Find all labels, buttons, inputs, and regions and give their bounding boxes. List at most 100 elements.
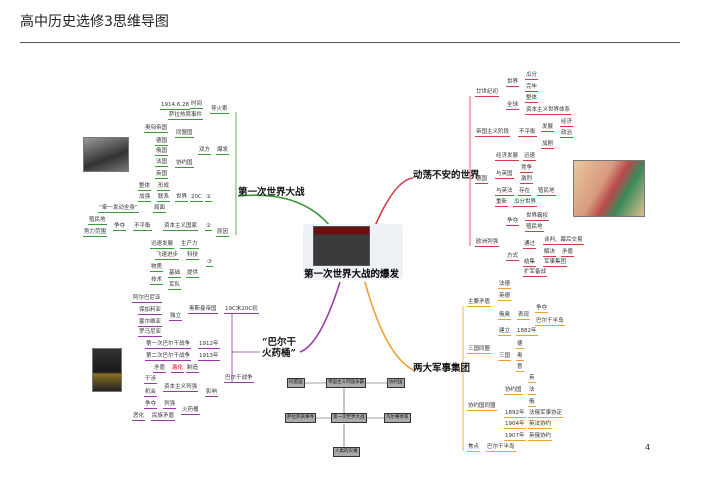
green-branch-node: 不平衡 bbox=[133, 223, 152, 231]
branch-title-balkan-l2: 火药桶” bbox=[262, 348, 296, 359]
green-branch-node: 科技 bbox=[186, 252, 200, 260]
purple-branch-node: 阿尔巴尼亚 bbox=[132, 295, 162, 303]
orange-branch-node: 1907年 bbox=[504, 433, 526, 441]
red-branch-node: 激烈 bbox=[520, 176, 534, 184]
green-branch-node: 资本主义国家 bbox=[163, 223, 199, 231]
red-branch-node: 存在 bbox=[518, 188, 532, 196]
green-branch-node: 形成 bbox=[157, 183, 171, 191]
red-branch-node: 政治 bbox=[560, 130, 574, 138]
orange-branch-node: 法俄军事协定 bbox=[528, 410, 564, 418]
red-branch-node: 结集 bbox=[523, 259, 537, 267]
green-branch-node: 法国 bbox=[155, 159, 169, 167]
green-branch-node: ① bbox=[205, 194, 212, 202]
flow-box-versailles: 凡尔赛体系 bbox=[384, 413, 411, 423]
green-branch-node: 20C bbox=[190, 194, 203, 202]
purple-branch-node: 干涉 bbox=[144, 376, 158, 384]
red-branch-node: 经济 bbox=[560, 119, 574, 127]
orange-branch-node: 表现 bbox=[517, 312, 531, 320]
center-poster-image bbox=[313, 226, 370, 266]
orange-branch-node: 意 bbox=[516, 364, 524, 372]
orange-branch-node: 英俄协约 bbox=[528, 433, 553, 441]
orange-branch-node: 争夺 bbox=[535, 305, 549, 313]
flow-box-ww1: 第一次世界大战 bbox=[331, 413, 367, 423]
flow-box-entente: 协约国 bbox=[387, 378, 405, 388]
red-branch-node: 发展 bbox=[541, 124, 555, 132]
orange-branch-node: 焦点 bbox=[467, 444, 481, 452]
green-branch-node: 英国 bbox=[155, 171, 169, 179]
red-branch-node: 与英法 bbox=[495, 188, 514, 196]
red-branch-node: 世界 bbox=[506, 79, 520, 87]
red-branch-node: 殖民地 bbox=[537, 188, 556, 196]
red-branch-node: 经济发展 bbox=[495, 153, 520, 161]
branch-title-ww1: 第一次世界大战 bbox=[238, 187, 305, 198]
orange-branch-node: 英德 bbox=[498, 293, 512, 301]
purple-branch-node: 巴尔干战争 bbox=[224, 375, 254, 383]
purple-branch-node: 民族矛盾 bbox=[151, 413, 176, 421]
purple-branch-node: 火药桶 bbox=[181, 407, 200, 415]
red-branch-node: 加剧 bbox=[541, 141, 555, 149]
orange-branch-node: 1904年 bbox=[504, 421, 526, 429]
header-divider bbox=[20, 42, 680, 43]
red-branch-node: 争夺 bbox=[506, 218, 520, 226]
red-branch-node: 帝国主义阶段 bbox=[475, 129, 511, 137]
orange-branch-node: 建立 bbox=[498, 328, 512, 336]
purple-branch-node: 矛盾 bbox=[153, 365, 167, 373]
red-branch-node: 全球 bbox=[506, 102, 520, 110]
green-branch-node: 迅速发展 bbox=[150, 241, 175, 249]
green-branch-node: 势力范围 bbox=[83, 229, 108, 237]
orange-branch-node: 法德 bbox=[498, 281, 512, 289]
purple-branch-node: 制造 bbox=[186, 365, 200, 373]
red-branch-node: 重新 bbox=[495, 199, 509, 207]
branch-title-unstable-world: 动荡不安的世界 bbox=[413, 170, 480, 181]
orange-branch-node: 英 bbox=[528, 375, 536, 383]
purple-branch-node: 塞尔维亚 bbox=[138, 319, 163, 327]
green-branch-node: 德国 bbox=[155, 138, 169, 146]
page-number: 4 bbox=[645, 443, 651, 452]
flow-box-allies: 同盟国 bbox=[287, 378, 305, 388]
purple-branch-node: 激化 bbox=[171, 365, 185, 373]
red-branch-node: 方式 bbox=[506, 253, 520, 261]
map-image bbox=[573, 160, 645, 217]
orange-branch-node: 三国 bbox=[498, 353, 512, 361]
green-branch-node: 提供 bbox=[186, 270, 200, 278]
red-branch-node: 德国 bbox=[475, 176, 489, 184]
purple-branch-node: 第二次巴尔干战争 bbox=[145, 353, 192, 361]
orange-branch-node: 三国同盟 bbox=[467, 346, 492, 354]
red-branch-node: 整体 bbox=[525, 95, 539, 103]
purple-branch-node: 罗马尼亚 bbox=[138, 329, 163, 337]
green-branch-node: 同盟国 bbox=[175, 130, 194, 138]
green-branch-node: 局面 bbox=[153, 205, 167, 213]
red-branch-node: 军事集团 bbox=[543, 259, 568, 267]
flow-box-sarajevo: 萨拉热窝事件 bbox=[285, 413, 316, 423]
green-branch-node: “牵一发动全身” bbox=[98, 205, 139, 213]
red-branch-node: 资本主义世界体系 bbox=[525, 107, 572, 115]
orange-branch-node: 协约国同盟 bbox=[467, 403, 497, 411]
green-branch-node: 飞速进步 bbox=[155, 252, 180, 260]
red-branch-node: 不平衡 bbox=[518, 129, 537, 137]
red-branch-node: 欧洲列强 bbox=[475, 239, 500, 247]
page-header-title: 高中历史选修3思维导图 bbox=[20, 14, 169, 30]
red-branch-node: 瓜分 bbox=[525, 72, 539, 80]
flow-box-rivalry: 帝国主义列强争霸 bbox=[326, 378, 366, 388]
purple-branch-node: 奥斯曼帝国 bbox=[188, 306, 218, 314]
orange-branch-node: 英法协约 bbox=[528, 421, 553, 429]
green-branch-node: 联系 bbox=[157, 194, 171, 202]
red-branch-node: 完毕 bbox=[525, 84, 539, 92]
orange-branch-node: 巴尔干半岛 bbox=[486, 444, 516, 452]
flow-box-disaster: 人类的灾难 bbox=[333, 447, 360, 457]
purple-branch-node: 影响 bbox=[205, 389, 219, 397]
green-branch-node: 军队 bbox=[168, 282, 182, 290]
red-branch-node: 殖民地 bbox=[525, 224, 544, 232]
orange-branch-node: 1892年 bbox=[504, 410, 526, 418]
book-cover-image bbox=[92, 348, 122, 392]
green-branch-node: 整体 bbox=[138, 183, 152, 191]
battle-photo bbox=[83, 137, 129, 172]
orange-branch-node: 俄奥 bbox=[498, 312, 512, 320]
purple-branch-node: 1913年 bbox=[198, 353, 220, 361]
purple-branch-node: 资本主义列强 bbox=[163, 384, 199, 392]
red-branch-node: 竞争 bbox=[520, 165, 534, 173]
green-branch-node: 1914.6.28 bbox=[160, 102, 190, 110]
purple-branch-node: 争夺 bbox=[144, 401, 158, 409]
orange-branch-node: 德 bbox=[516, 341, 524, 349]
